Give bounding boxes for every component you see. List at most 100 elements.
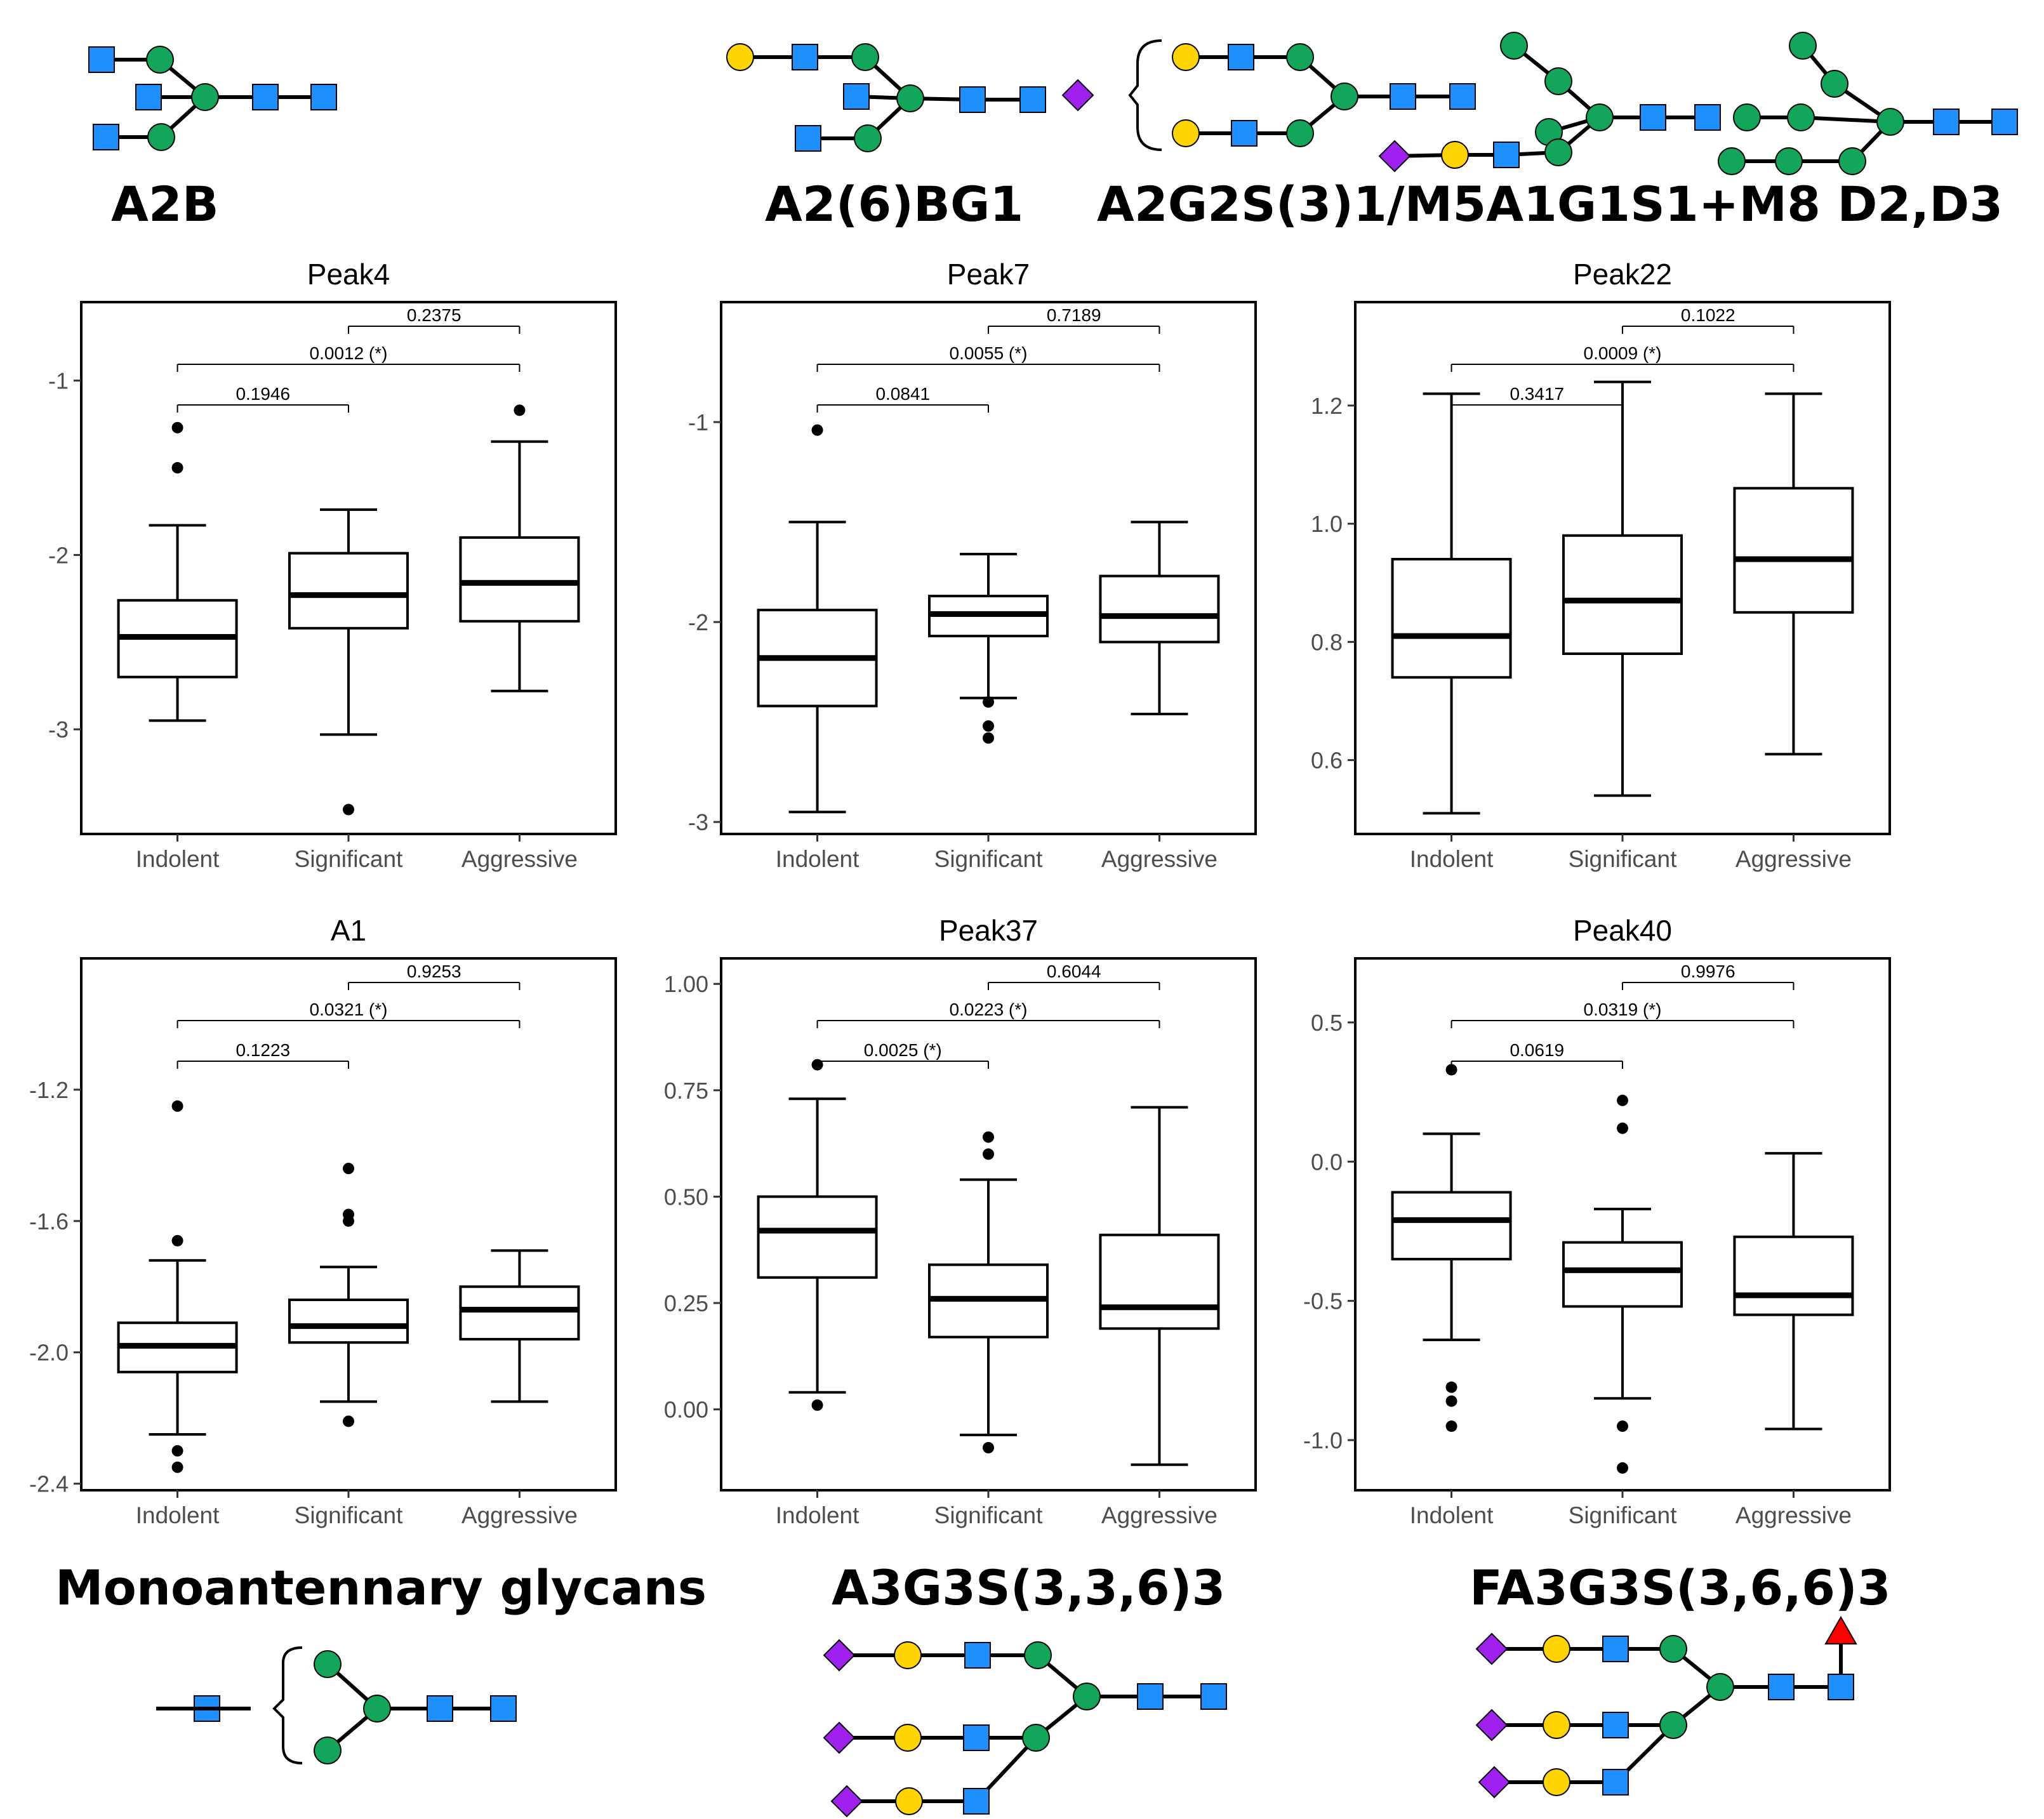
mannose-circle-icon xyxy=(1787,103,1815,131)
x-tick-label: Indolent xyxy=(1410,846,1494,872)
x-tick-label: Significant xyxy=(934,846,1043,872)
outlier-point xyxy=(171,421,183,433)
fucose-triangle-icon xyxy=(1824,1615,1857,1644)
x-tick-label: Aggressive xyxy=(461,1502,578,1528)
mannose-circle-icon xyxy=(314,1650,342,1678)
sialic-acid-diamond-icon xyxy=(1475,1709,1508,1742)
x-tick-label: Significant xyxy=(934,1502,1043,1528)
iqr-box xyxy=(1562,534,1683,656)
glcnac-square-icon xyxy=(795,125,821,152)
comparison-bracket: 0.2375 xyxy=(348,305,521,334)
box-indolent xyxy=(1391,1064,1512,1432)
mannose-circle-icon xyxy=(1544,67,1572,95)
y-tick-label: 1.00 xyxy=(664,971,708,997)
outlier-point xyxy=(171,1445,183,1457)
glcnac-square-icon xyxy=(843,83,870,110)
y-tick-label: 0.0 xyxy=(1311,1149,1343,1175)
outlier-point xyxy=(1617,1122,1628,1134)
mannose-circle-icon xyxy=(1024,1641,1052,1669)
y-tick-label: -1 xyxy=(48,368,69,394)
y-tick-label: -1 xyxy=(688,409,708,435)
mannose-circle-icon xyxy=(1838,147,1866,175)
box-significant xyxy=(288,1163,409,1427)
comparison-bracket: 0.9253 xyxy=(348,962,521,990)
box-aggressive xyxy=(1733,1152,1854,1431)
p-value-label: 0.0841 xyxy=(875,384,930,404)
y-tick-label: -2 xyxy=(48,542,69,568)
sialic-acid-diamond-icon xyxy=(1478,1766,1511,1799)
sialic-acid-diamond-icon xyxy=(823,1721,856,1754)
outlier-point xyxy=(171,1100,183,1112)
glcnac-square-icon xyxy=(1933,109,1960,135)
box-aggressive xyxy=(1733,392,1854,756)
bracket-icon xyxy=(1128,39,1162,151)
chart-title: Peak37 xyxy=(939,914,1038,947)
x-tick-label: Indolent xyxy=(136,1502,220,1528)
comparison-bracket: 0.0223 (*) xyxy=(816,1000,1160,1028)
y-tick-label: 0.75 xyxy=(664,1078,708,1104)
p-value-label: 0.6044 xyxy=(1047,962,1101,981)
p-value-label: 0.2375 xyxy=(407,305,461,325)
x-tick-label: Significant xyxy=(1569,1502,1677,1528)
glycan-label-monoantennary: Monoantennary glycans xyxy=(55,1559,707,1616)
mannose-circle-icon xyxy=(147,123,175,151)
comparison-bracket: 0.9976 xyxy=(1622,962,1795,990)
outlier-point xyxy=(171,1234,183,1247)
mannose-circle-icon xyxy=(1659,1635,1687,1663)
outlier-point xyxy=(514,404,526,416)
galactose-circle-icon xyxy=(894,1641,922,1669)
comparison-bracket: 0.0841 xyxy=(816,384,989,413)
sialic-acid-diamond-icon xyxy=(1061,79,1094,112)
y-tick-label: -2 xyxy=(688,609,708,635)
glycan-a2g2s xyxy=(1061,39,1476,151)
x-tick-label: Indolent xyxy=(1410,1502,1494,1528)
y-tick-label: -3 xyxy=(48,717,69,743)
iqr-box xyxy=(1733,1235,1854,1316)
iqr-box xyxy=(1562,1241,1683,1308)
iqr-box xyxy=(1391,558,1512,679)
glcnac-square-icon xyxy=(963,1724,990,1751)
glcnac-square-icon xyxy=(1200,1683,1227,1710)
galactose-circle-icon xyxy=(895,1787,923,1815)
outlier-point xyxy=(1445,1064,1457,1076)
outlier-point xyxy=(983,732,994,744)
mannose-circle-icon xyxy=(146,46,174,74)
outlier-point xyxy=(811,424,823,436)
outlier-point xyxy=(343,804,354,816)
comparison-bracket: 0.7189 xyxy=(988,305,1160,334)
chart-title: Peak7 xyxy=(947,258,1030,291)
x-tick-label: Significant xyxy=(1569,846,1677,872)
glycan-label-a2-6-bg1: A2(6)BG1 xyxy=(765,176,1023,232)
glcnac-square-icon xyxy=(252,84,279,110)
mannose-circle-icon xyxy=(1718,147,1746,175)
x-tick-label: Aggressive xyxy=(461,846,578,872)
box-indolent xyxy=(757,424,878,814)
galactose-circle-icon xyxy=(1543,1711,1570,1739)
y-tick-label: 0.00 xyxy=(664,1397,708,1423)
outlier-point xyxy=(983,696,994,708)
comparison-bracket: 0.3417 xyxy=(1450,384,1623,413)
glcnac-square-icon xyxy=(1768,1674,1795,1700)
comparison-bracket: 0.0009 (*) xyxy=(1450,343,1795,372)
mannose-circle-icon xyxy=(1659,1711,1687,1739)
iqr-box xyxy=(1391,1191,1512,1260)
glcnac-square-icon xyxy=(1390,83,1416,110)
mannose-circle-icon xyxy=(1331,83,1358,110)
p-value-label: 0.0619 xyxy=(1510,1040,1564,1060)
y-tick-label: 0.6 xyxy=(1311,748,1343,774)
outlier-point xyxy=(1617,1462,1628,1474)
glcnac-square-icon xyxy=(93,124,119,150)
glycan-a2-6-bg1 xyxy=(726,43,1046,152)
chart-title: Peak4 xyxy=(307,258,390,291)
outlier-point xyxy=(171,462,183,474)
p-value-label: 0.3417 xyxy=(1510,384,1564,404)
x-tick-label: Aggressive xyxy=(1101,846,1218,872)
mannose-circle-icon xyxy=(1821,70,1848,98)
glcnac-square-icon xyxy=(792,44,818,70)
glcnac-square-icon xyxy=(1828,1674,1854,1700)
x-tick-label: Aggressive xyxy=(1735,1502,1852,1528)
box-aggressive xyxy=(459,404,580,692)
glcnac-square-icon xyxy=(1493,142,1520,168)
